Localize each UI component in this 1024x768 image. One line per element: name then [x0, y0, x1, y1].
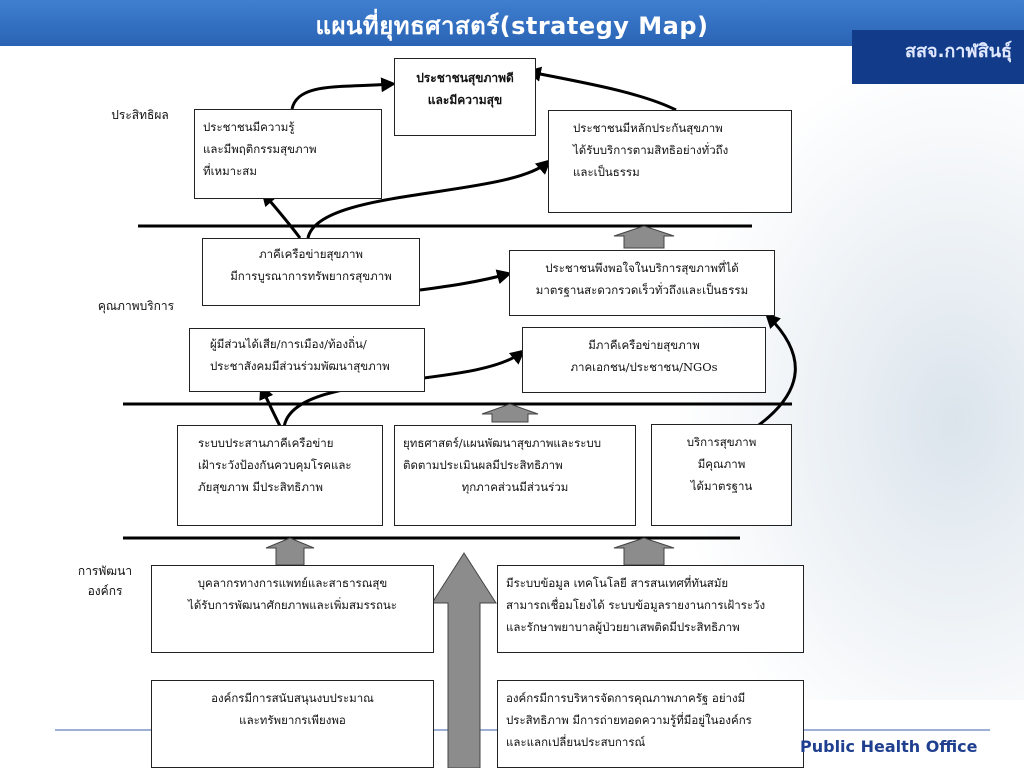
it-system-text: สามารถเชื่อมโยงได้ ระบบข้อมูลรายงานการเฝ…: [506, 598, 766, 612]
personnel-text: บุคลากรทางการแพทย์และสาธารณสุข: [197, 576, 388, 590]
management-box: องค์กรมีการบริหารจัดการคุณภาพภาครัฐ อย่า…: [497, 680, 804, 768]
stakeholders-text: ประชาสังคมมีส่วนร่วมพัฒนาสุขภาพ: [210, 359, 390, 373]
insurance-text: ประชาชนมีหลักประกันสุขภาพ: [573, 121, 723, 135]
satisfaction-text: มาตรฐานสะดวกรวดเร็วทั่วถึงและเป็นธรรม: [535, 283, 749, 297]
behavior-text: ประชาชนมีความรู้: [203, 120, 295, 134]
surveillance-text: เฝ้าระวังป้องกันควบคุมโรคและ: [198, 458, 352, 472]
personnel-text: ได้รับการพัฒนาศักยภาพและเพิ่มสมรรถนะ: [188, 598, 397, 612]
private-network-box: มีภาคีเครือข่ายสุขภาพ ภาคเอกชน/ประชาชน/N…: [522, 327, 766, 393]
network-text: ภาคีเครือข่ายสุขภาพ: [259, 247, 363, 261]
title-bar: แผนที่ยุทธศาสตร์(strategy Map): [0, 0, 1024, 46]
surveillance-text: ระบบประสานภาคีเครือข่าย: [198, 436, 334, 450]
service-text: ได้มาตรฐาน: [690, 479, 753, 493]
personnel-box: บุคลากรทางการแพทย์และสาธารณสุข ได้รับการ…: [151, 565, 434, 653]
behavior-text: และมีพฤติกรรมสุขภาพ: [203, 142, 317, 156]
insurance-text: ได้รับบริการตามสิทธิอย่างทั่วถึง: [573, 143, 729, 157]
behavior-box: ประชาชนมีความรู้ และมีพฤติกรรมสุขภาพ ที่…: [194, 109, 382, 199]
management-text: องค์กรมีการบริหารจัดการคุณภาพภาครัฐ อย่า…: [506, 691, 746, 705]
private-network-text: มีภาคีเครือข่ายสุขภาพ: [588, 338, 700, 352]
footer-office-name: Public Health Office: [800, 737, 978, 756]
surveillance-text: ภัยสุขภาพ มีประสิทธิภาพ: [198, 480, 323, 494]
management-text: และแลกเปลี่ยนประสบการณ์: [506, 735, 646, 749]
strategy-text: ยุทธศาสตร์/แผนพัฒนาสุขภาพและระบบ: [403, 436, 602, 450]
level-label-organization: การพัฒนา องค์กร: [70, 561, 140, 601]
level-label-effectiveness: ประสิทธิผล: [111, 108, 169, 122]
budget-text: องค์กรมีการสนับสนุนงบประมาณ: [211, 691, 374, 705]
goal-box: ประชาชนสุขภาพดี และมีความสุข: [394, 58, 536, 136]
budget-text: และทรัพยากรเพียงพอ: [239, 713, 346, 727]
it-system-box: มีระบบข้อมูล เทคโนโลยี สารสนเทศที่ทันสมั…: [497, 565, 804, 653]
goal-text: และมีความสุข: [427, 93, 503, 107]
satisfaction-box: ประชาชนพึงพอใจในบริการสุขภาพที่ได้ มาตรฐ…: [509, 250, 775, 316]
behavior-text: ที่เหมาะสม: [203, 164, 257, 178]
stakeholders-box: ผู้มีส่วนได้เสีย/การเมือง/ท้องถิ่น/ ประช…: [189, 328, 425, 392]
insurance-box: ประชาชนมีหลักประกันสุขภาพ ได้รับบริการตา…: [548, 110, 792, 213]
insurance-text: และเป็นธรรม: [573, 165, 640, 179]
private-network-text: ภาคเอกชน/ประชาชน/NGOs: [570, 360, 718, 374]
service-text: มีคุณภาพ: [697, 457, 746, 471]
level-label-org-line1: การพัฒนา: [77, 564, 133, 578]
level-label-service-quality: คุณภาพบริการ: [97, 299, 175, 313]
budget-box: องค์กรมีการสนับสนุนงบประมาณ และทรัพยากรเ…: [151, 680, 434, 768]
service-box: บริการสุขภาพ มีคุณภาพ ได้มาตรฐาน: [651, 424, 792, 526]
strategy-text: ทุกภาคส่วนมีส่วนร่วม: [461, 480, 569, 494]
network-box: ภาคีเครือข่ายสุขภาพ มีการบูรณาการทรัพยาก…: [202, 238, 420, 306]
strategy-text: ติดตามประเมินผลมีประสิทธิภาพ: [403, 458, 563, 472]
satisfaction-text: ประชาชนพึงพอใจในบริการสุขภาพที่ได้: [545, 261, 739, 275]
it-system-text: มีระบบข้อมูล เทคโนโลยี สารสนเทศที่ทันสมั…: [506, 576, 729, 590]
page-title: แผนที่ยุทธศาสตร์(strategy Map): [315, 12, 709, 40]
stakeholders-text: ผู้มีส่วนได้เสีย/การเมือง/ท้องถิ่น/: [210, 337, 367, 351]
network-text: มีการบูรณาการทรัพยากรสุขภาพ: [230, 269, 392, 283]
level-label-org-line2: องค์กร: [87, 584, 123, 598]
management-text: ประสิทธิภาพ มีการถ่ายทอดความรู้ที่มีอยู่…: [506, 713, 752, 727]
strategy-box: ยุทธศาสตร์/แผนพัฒนาสุขภาพและระบบ ติดตามป…: [394, 425, 636, 526]
surveillance-box: ระบบประสานภาคีเครือข่าย เฝ้าระวังป้องกัน…: [177, 425, 383, 526]
logo-banner: สสจ.กาฬสินธุ์: [852, 30, 1024, 84]
logo-text: สสจ.กาฬสินธุ์: [905, 41, 1012, 62]
goal-text: ประชาชนสุขภาพดี: [416, 71, 514, 85]
service-text: บริการสุขภาพ: [686, 435, 757, 449]
it-system-text: และรักษาพยาบาลผู้ป่วยยาเสพติดมีประสิทธิภ…: [506, 620, 740, 634]
